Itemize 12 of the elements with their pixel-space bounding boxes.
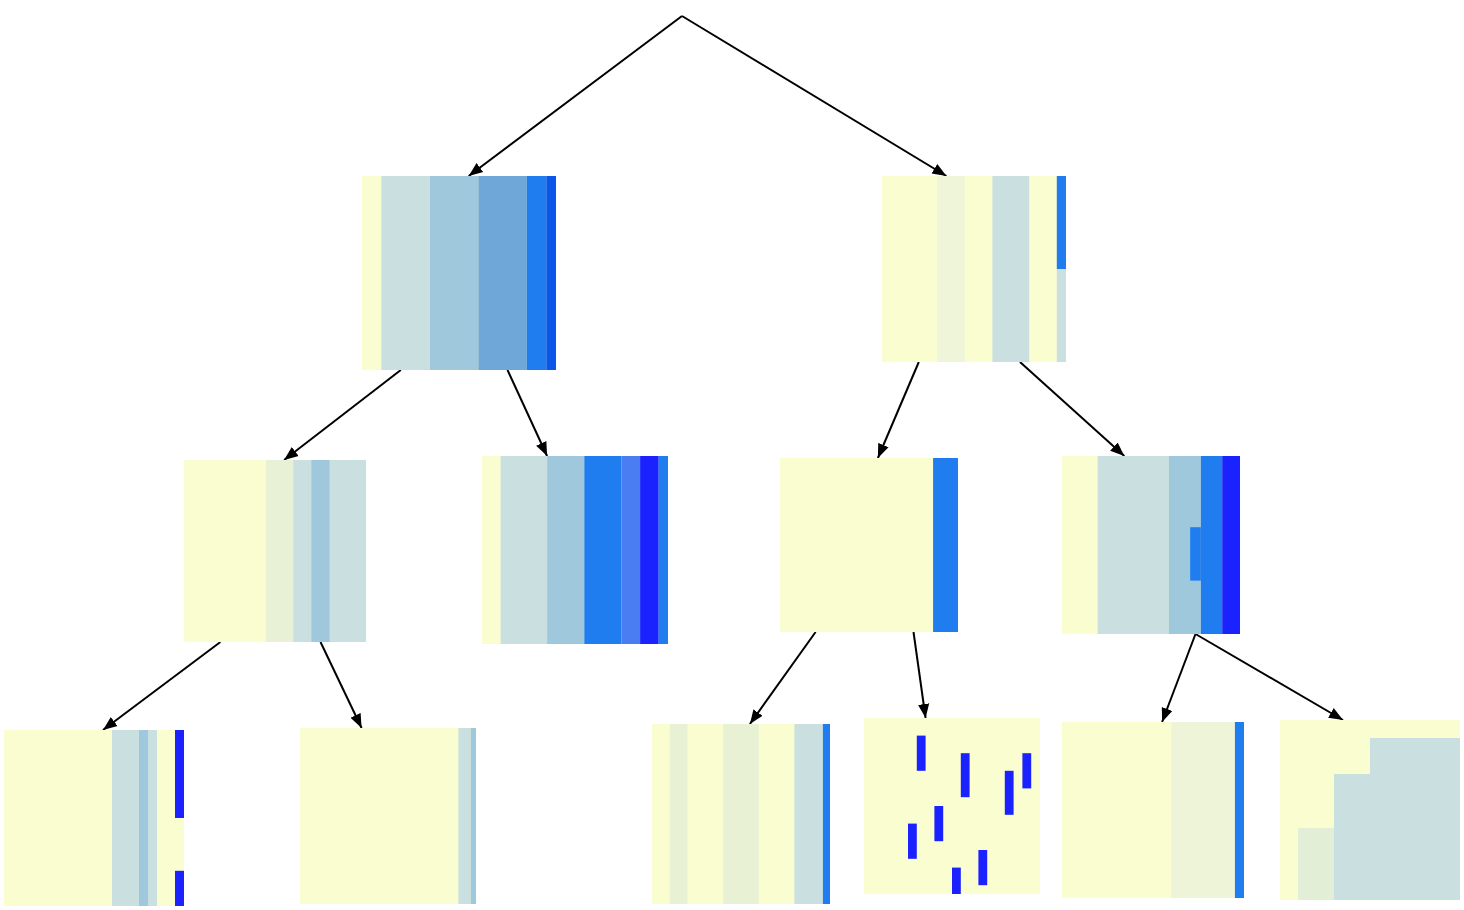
- arrow: [506, 369, 549, 457]
- arrow: [319, 641, 363, 729]
- arrow: [283, 369, 402, 461]
- arrow: [912, 631, 930, 719]
- arrow: [1194, 633, 1344, 721]
- arrow: [876, 361, 920, 459]
- arrow: [681, 15, 948, 177]
- arrow: [748, 631, 817, 725]
- arrow: [1161, 633, 1197, 723]
- arrow: [102, 641, 222, 731]
- arrow: [467, 15, 683, 177]
- arrow: [1019, 361, 1126, 457]
